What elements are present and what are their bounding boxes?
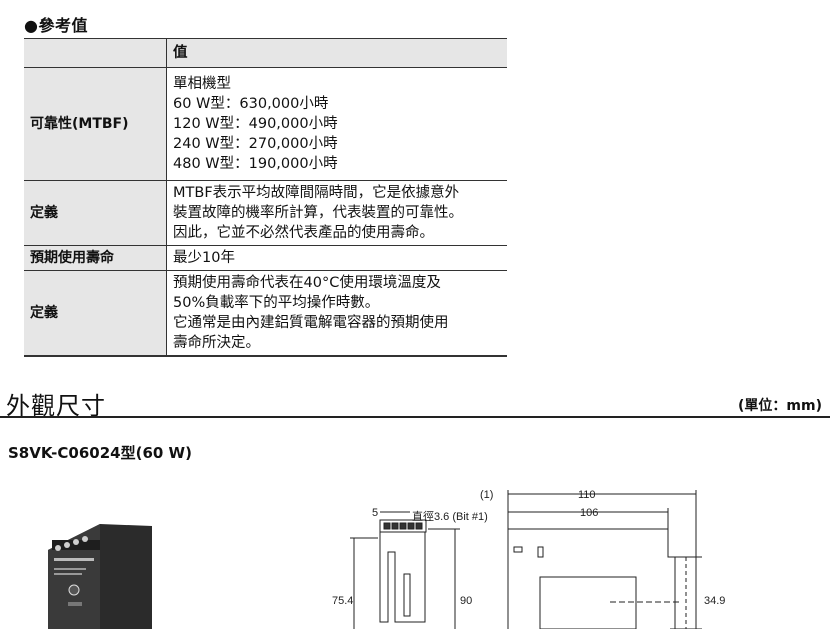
dim-note-1: (1) xyxy=(480,489,493,501)
value-line: 預期使用壽命代表在40°C使用環境溫度及 xyxy=(173,275,441,291)
reference-values-heading: ●參考值 xyxy=(24,16,88,35)
dimension-drawing: (1) 110 106 5 直徑3.6 (Bit #1) 75.4 90 34.… xyxy=(332,489,725,629)
header-blank-cell xyxy=(24,38,167,68)
front-window xyxy=(403,573,411,617)
row-value: 預期使用壽命代表在40°C使用環境溫度及 50%負載率下的平均操作時數。 它通常… xyxy=(166,270,507,357)
table-row-mtbf-definition: 定義 MTBF表示平均故障間隔時間，它是依據意外 裝置故障的機率所計算，代表裝置… xyxy=(24,180,507,246)
row-value: 最少10年 xyxy=(166,245,507,271)
row-label: 預期使用壽命 xyxy=(24,245,167,271)
reference-values-table: 值 可靠性(MTBF) 單相機型 60 W型：630,000小時 120 W型：… xyxy=(24,38,507,357)
unit-label: (單位：mm) xyxy=(738,398,822,414)
dim-90: 90 xyxy=(460,595,472,607)
model-heading: S8VK-C06024型(60 W) xyxy=(8,444,192,462)
dim-110: 110 xyxy=(578,489,596,501)
value-line: 50%負載率下的平均操作時數。 xyxy=(173,295,380,311)
value-line: 因此，它並不必然代表產品的使用壽命。 xyxy=(173,225,434,241)
value-line: 單相機型 xyxy=(173,76,231,92)
row-value: 單相機型 60 W型：630,000小時 120 W型：490,000小時 24… xyxy=(166,67,507,181)
value-line: 裝置故障的機率所計算，代表裝置的可靠性。 xyxy=(173,205,463,221)
value-line: 240 W型：270,000小時 xyxy=(173,136,338,152)
dim-34-9: 34.9 xyxy=(704,595,725,607)
section-divider xyxy=(0,416,830,418)
table-row-life: 預期使用壽命 最少10年 xyxy=(24,245,507,271)
side-label-panel xyxy=(539,576,637,629)
value-line: 壽命所決定。 xyxy=(173,335,260,351)
dim-5: 5 xyxy=(372,507,378,519)
value-line: MTBF表示平均故障間隔時間，它是依據意外 xyxy=(173,185,460,201)
value-line: 120 W型：490,000小時 xyxy=(173,116,338,132)
dim-hole: 直徑3.6 (Bit #1) xyxy=(412,509,488,523)
header-value-cell: 值 xyxy=(166,38,507,68)
row-label: 可靠性(MTBF) xyxy=(24,67,167,181)
row-label: 定義 xyxy=(24,180,167,246)
value-line: 最少10年 xyxy=(173,250,235,266)
table-header-row: 值 xyxy=(24,38,507,68)
side-view-outline xyxy=(507,528,676,629)
section-title: 外觀尺寸 xyxy=(6,392,106,420)
row-label: 定義 xyxy=(24,270,167,357)
value-line: 它通常是由內建鋁質電解電容器的預期使用 xyxy=(173,315,449,331)
value-line: 480 W型：190,000小時 xyxy=(173,156,338,172)
front-view-outline xyxy=(379,528,426,623)
dim-106: 106 xyxy=(580,507,598,519)
value-line: 60 W型：630,000小時 xyxy=(173,96,329,112)
dim-75-4: 75.4 xyxy=(332,595,353,607)
table-row-mtbf: 可靠性(MTBF) 單相機型 60 W型：630,000小時 120 W型：49… xyxy=(24,67,507,181)
row-value: MTBF表示平均故障間隔時間，它是依據意外 裝置故障的機率所計算，代表裝置的可靠… xyxy=(166,180,507,246)
table-row-life-definition: 定義 預期使用壽命代表在40°C使用環境溫度及 50%負載率下的平均操作時數。 … xyxy=(24,270,507,357)
product-photo xyxy=(48,524,152,629)
